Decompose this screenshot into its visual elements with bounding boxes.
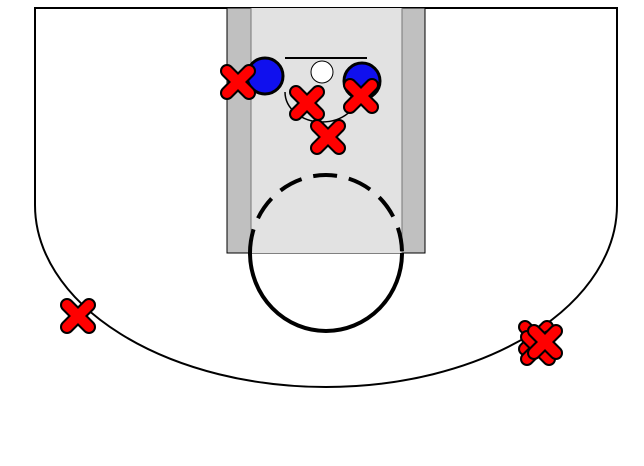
free-throw-circle-top-dashed [248,173,404,254]
missed-shot [289,85,325,121]
missed-shot [220,64,256,100]
missed-shot [60,298,96,334]
lane [226,7,426,254]
missed-shot [527,324,563,360]
missed-shots [60,64,563,366]
free-throw-circle-bottom-solid [248,252,404,333]
three-point-arc [34,204,618,388]
rim [310,60,334,84]
missed-shot [310,119,346,155]
free-throw-circle [248,173,404,333]
missed-shot [343,78,379,114]
